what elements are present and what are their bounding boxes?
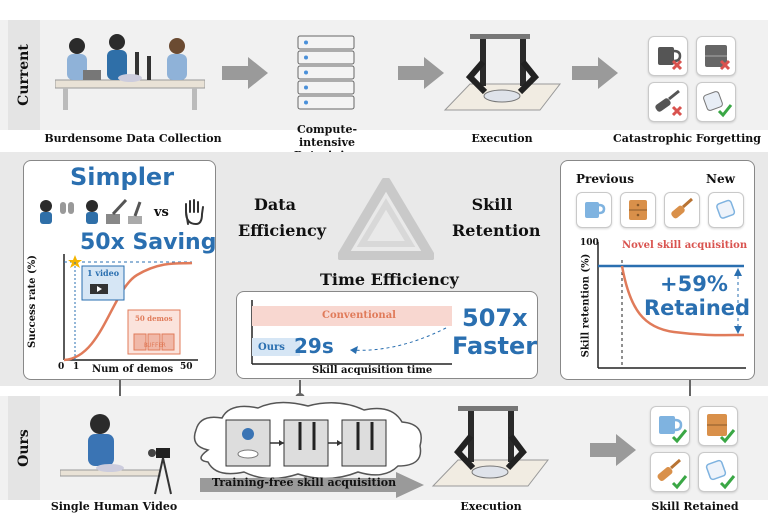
demos-label: 50 demos — [135, 314, 173, 323]
hand-icon — [185, 199, 204, 226]
num-demos-axis-label: Num of demos — [92, 364, 174, 375]
ours-label: Ours — [258, 342, 285, 353]
time-efficiency-heading: Time Efficiency — [320, 270, 459, 289]
mug-icon — [650, 406, 690, 446]
step-data-collection: Burdensome Data Collection — [44, 132, 222, 145]
saving-label: 50x Saving — [80, 230, 217, 255]
mug-icon — [576, 192, 612, 228]
step-skill-retained: Skill Retained — [651, 500, 739, 513]
robot-arms-illustration — [443, 34, 562, 111]
robot-arms-illustration — [431, 406, 550, 487]
step-single-video: Single Human Video — [50, 500, 178, 513]
server-rack-illustration — [297, 35, 355, 110]
demo-devices-icons — [40, 198, 142, 224]
previous-label: Previous — [576, 172, 634, 186]
step-forgetting: Catastrophic Forgetting — [613, 132, 761, 145]
ours-time-value: 29s — [294, 334, 334, 358]
faster-word: Faster — [452, 332, 538, 360]
arrow-icon — [572, 57, 618, 89]
acquisition-time-axis-label: Skill acquisition time — [312, 365, 433, 376]
current-row-label: Current — [8, 20, 40, 130]
mug-icon — [648, 36, 688, 76]
simpler-title: Simpler — [70, 163, 175, 191]
buffer-label: BUFFER — [144, 342, 166, 349]
long-arrow-icon — [200, 472, 424, 498]
brush-icon — [650, 452, 690, 492]
cabinet-icon — [698, 406, 738, 446]
step-training-free: Training-free skill acquisition — [212, 476, 397, 489]
cloud-frames-illustration — [193, 401, 422, 480]
arrow-icon — [590, 434, 636, 466]
brush-icon — [664, 192, 700, 228]
conventional-label: Conventional — [322, 310, 396, 321]
brush-icon — [648, 82, 688, 122]
new-label: New — [706, 172, 735, 186]
retained-percentage: +59% — [660, 272, 728, 296]
skill-retention-heading: Skill Retention — [452, 195, 541, 240]
novel-skill-label: Novel skill acquisition — [622, 240, 748, 251]
data-efficiency-heading: Data Efficiency — [238, 195, 327, 240]
x-tick-50: 50 — [180, 362, 193, 372]
step-execution-current: Execution — [471, 132, 533, 145]
data-collection-illustration — [55, 34, 205, 110]
triangle-logo-icon — [338, 178, 434, 260]
video-label: 1 video — [87, 268, 120, 278]
step-execution-ours: Execution — [460, 500, 522, 513]
retention-chart — [597, 242, 746, 369]
plate-icon — [696, 82, 736, 122]
x-tick-1: 1 — [73, 362, 80, 372]
ours-row-label: Ours — [8, 396, 40, 500]
time-chart — [251, 300, 452, 365]
y-tick-100: 100 — [580, 238, 599, 248]
faster-multiplier: 507x — [462, 304, 528, 332]
arrow-icon — [222, 57, 268, 89]
cabinet-icon — [620, 192, 656, 228]
x-tick-0: 0 — [58, 362, 65, 372]
retained-word: Retained — [644, 296, 751, 320]
cabinet-icon — [696, 36, 736, 76]
human-video-illustration — [60, 414, 172, 495]
plate-icon — [708, 192, 744, 228]
plate-icon — [698, 452, 738, 492]
success-rate-chart — [63, 254, 198, 362]
vs-label: vs — [154, 205, 169, 220]
arrow-icon — [398, 57, 444, 89]
